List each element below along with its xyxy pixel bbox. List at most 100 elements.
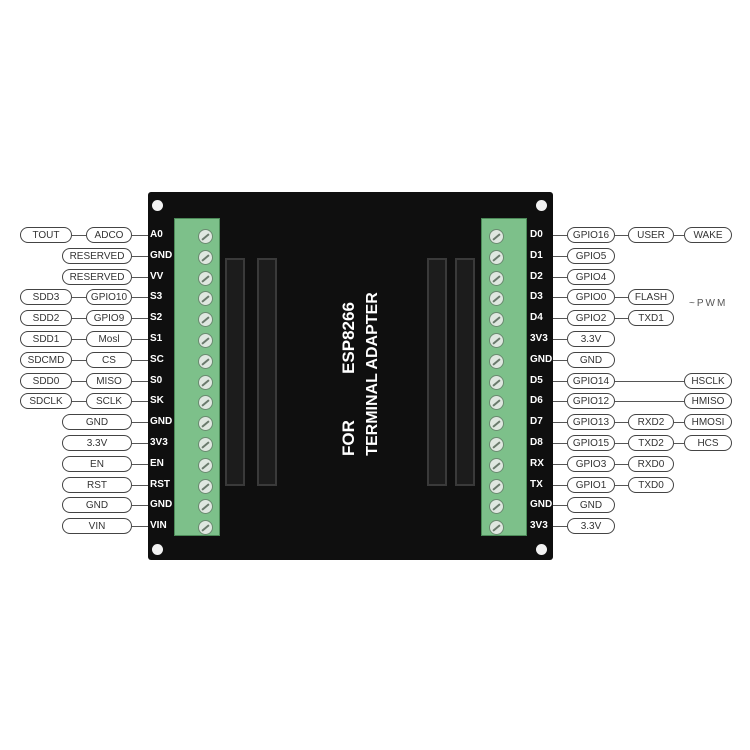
terminal-screw [489, 395, 504, 411]
label-rxd0: RXD0 [628, 455, 674, 472]
pin-label-vv: VV [150, 270, 164, 282]
terminal-screw [489, 249, 504, 265]
label-gpio1: GPIO1 [567, 476, 615, 493]
leader-line [553, 339, 567, 340]
screw-terminal-right [481, 218, 527, 536]
leader-line [132, 463, 148, 465]
leader-line [553, 380, 567, 382]
pin-label-en: EN [150, 457, 164, 469]
label-gpio2: GPIO2 [567, 310, 615, 327]
leader-line [615, 422, 628, 424]
pin-label-gnd: GND [530, 499, 553, 511]
leader-line [132, 297, 148, 299]
pin-label-d5: D5 [530, 374, 543, 386]
pin-label-d0: D0 [530, 229, 543, 240]
terminal-screw [489, 353, 504, 369]
terminal-screw [489, 374, 504, 390]
leader-line [553, 235, 567, 236]
pin-label-sk: SK [150, 395, 164, 407]
pin-label-s3: S3 [150, 291, 163, 303]
terminal-screw [489, 416, 504, 432]
label-flash: FLASH [628, 289, 674, 306]
pin-label-3v3: 3V3 [530, 520, 548, 532]
pin-label-vin: VIN [150, 520, 167, 532]
pin-label-d6: D6 [530, 395, 543, 407]
label-tout: TOUT [20, 227, 72, 243]
label-hcs: HCS [684, 435, 732, 451]
pin-label-tx: TX [530, 478, 543, 490]
leader-line [72, 339, 86, 340]
label-gnd: GND [567, 497, 615, 514]
leader-line [132, 526, 148, 528]
label-gpio5: GPIO5 [567, 247, 615, 264]
label-sclk: SCLK [86, 393, 132, 410]
label-hmiso: HMISO [684, 393, 732, 410]
label-gpio10: GPIO10 [86, 289, 132, 306]
leader-line [132, 401, 148, 403]
leader-line [72, 318, 86, 320]
terminal-screw [489, 499, 504, 515]
label-hsclk: HSCLK [684, 372, 732, 389]
label-hmosi: HMOSI [684, 414, 732, 431]
pin-label-rx: RX [530, 457, 544, 469]
terminal-screw [198, 416, 213, 432]
label-cs: CS [86, 351, 132, 368]
mount-hole-top-right [536, 200, 547, 211]
terminal-screw [489, 457, 504, 473]
leader-line [553, 484, 567, 486]
leader-line [553, 276, 567, 278]
label-rst: RST [62, 476, 132, 493]
label-gnd: GND [567, 351, 615, 368]
screw-terminal-left [174, 218, 220, 536]
terminal-screw [198, 395, 213, 411]
label-sdd1: SDD1 [20, 331, 72, 347]
pin-label-3v3: 3V3 [530, 333, 548, 344]
leader-line [132, 276, 148, 278]
pin-label-gnd: GND [150, 416, 173, 428]
pin-label-d1: D1 [530, 249, 543, 261]
leader-line [553, 505, 567, 507]
label-3-3v: 3.3V [567, 331, 615, 347]
female-header-left-2 [257, 258, 277, 486]
label-en: EN [62, 455, 132, 472]
female-header-right-2 [455, 258, 475, 486]
label-gpio12: GPIO12 [567, 393, 615, 410]
leader-line [553, 359, 567, 361]
terminal-screw [198, 229, 213, 244]
pin-label-d7: D7 [530, 416, 543, 428]
leader-line [615, 484, 628, 486]
label-sdd0: SDD0 [20, 372, 72, 389]
female-header-right-1 [427, 258, 447, 486]
terminal-screw [198, 291, 213, 307]
label-gpio14: GPIO14 [567, 372, 615, 389]
pin-label-gnd: GND [150, 499, 173, 511]
terminal-screw [198, 478, 213, 494]
leader-line [132, 359, 148, 361]
label-txd0: TXD0 [628, 476, 674, 493]
mount-hole-top-left [152, 200, 163, 211]
terminal-screw [198, 353, 213, 369]
terminal-screw [489, 229, 504, 244]
mount-hole-bottom-left [152, 544, 163, 555]
terminal-screw [489, 291, 504, 307]
terminal-screw [198, 457, 213, 473]
pin-label-d8: D8 [530, 437, 543, 448]
pin-label-d2: D2 [530, 270, 543, 282]
pin-label-s2: S2 [150, 312, 163, 324]
terminal-screw [489, 333, 504, 348]
label-wake: WAKE [684, 227, 732, 243]
leader-line [132, 422, 148, 424]
leader-line [674, 443, 684, 444]
pin-label-s1: S1 [150, 333, 163, 344]
leader-line [132, 339, 148, 340]
leader-line [553, 526, 567, 528]
pin-label-gnd: GND [150, 249, 173, 261]
label-user: USER [628, 227, 674, 243]
leader-line [674, 235, 684, 236]
leader-line [553, 401, 567, 403]
leader-line [553, 318, 567, 320]
label-gpio15: GPIO15 [567, 435, 615, 451]
label-gnd: GND [62, 414, 132, 431]
pin-label-a0: A0 [150, 229, 163, 240]
leader-line [72, 359, 86, 361]
